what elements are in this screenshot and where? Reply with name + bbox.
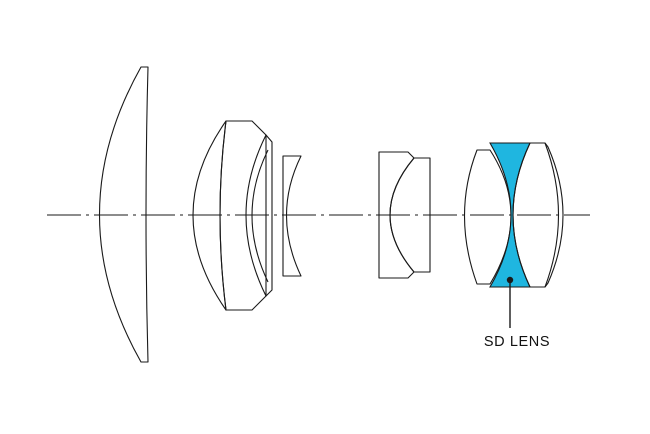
lens-element-8	[463, 149, 512, 285]
lens-element-4	[245, 134, 273, 297]
lens-element-7	[389, 157, 431, 273]
lens-element-3	[219, 120, 267, 311]
lens-element-1	[98, 66, 149, 363]
sd-lens-label: SD LENS	[483, 334, 551, 350]
lens-element-10-rim	[544, 142, 564, 288]
lens-element-5	[282, 155, 302, 277]
lens-element-4-inner-curve	[251, 149, 269, 283]
